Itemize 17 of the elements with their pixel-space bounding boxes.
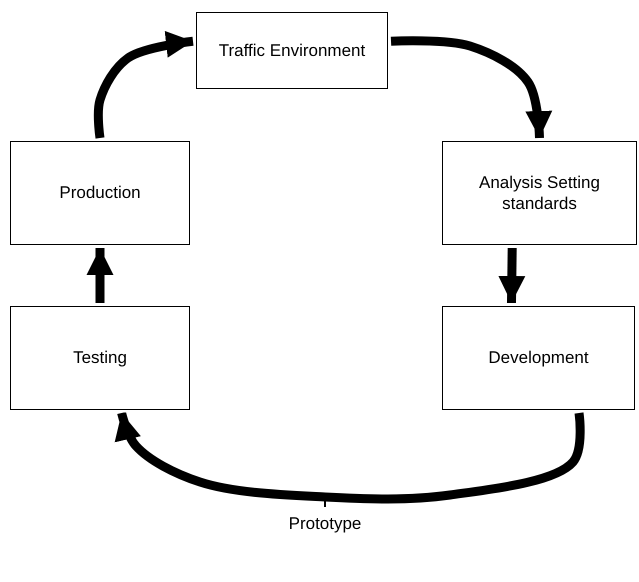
leader-label: Prototype bbox=[288, 513, 362, 535]
arrow bbox=[94, 31, 194, 139]
box-label: Analysis Setting standards bbox=[478, 172, 601, 214]
arrow bbox=[498, 248, 526, 304]
process-box bbox=[10, 306, 190, 410]
process-box bbox=[442, 141, 637, 245]
box-label: Production bbox=[59, 182, 141, 204]
box-label: Development bbox=[488, 347, 589, 369]
arrow bbox=[114, 412, 585, 504]
arrow bbox=[86, 248, 114, 303]
arrow bbox=[390, 36, 552, 138]
leader-line bbox=[324, 501, 326, 507]
process-box bbox=[10, 141, 190, 245]
box-label: Traffic Environment bbox=[218, 40, 366, 62]
process-box bbox=[196, 12, 388, 89]
process-box bbox=[442, 306, 635, 410]
box-label: Testing bbox=[73, 347, 127, 369]
